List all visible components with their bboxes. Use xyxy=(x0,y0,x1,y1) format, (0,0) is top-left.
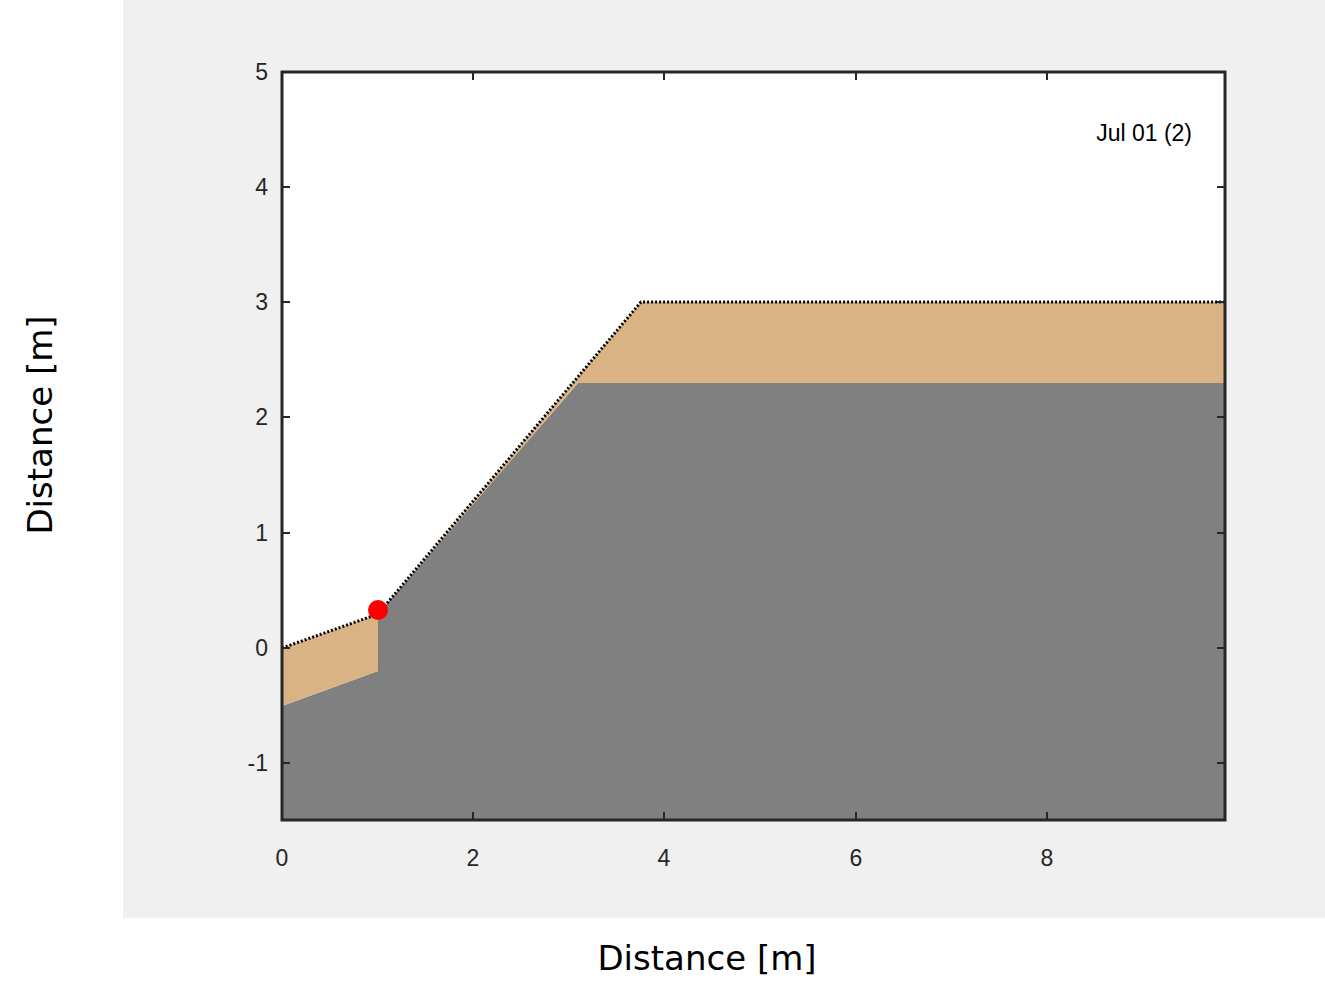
date-annotation: Jul 01 (2) xyxy=(1096,122,1192,145)
x-tick-label: 0 xyxy=(276,847,289,870)
x-tick-label: 4 xyxy=(658,847,671,870)
y-tick-label: 3 xyxy=(255,291,268,314)
figure-background xyxy=(123,0,1325,918)
ground-surface-line xyxy=(282,302,1225,648)
y-tick-label: 4 xyxy=(255,176,268,199)
marker-point xyxy=(368,600,388,620)
bedrock-area xyxy=(282,383,1225,820)
y-axis-title: Distance [m] xyxy=(23,315,57,534)
x-tick-label: 2 xyxy=(467,847,480,870)
axes-background xyxy=(282,72,1225,820)
y-tick-label: 2 xyxy=(255,406,268,429)
y-tick-label: 0 xyxy=(255,637,268,660)
y-tick-label: 1 xyxy=(255,522,268,545)
y-tick-label: -1 xyxy=(248,752,268,775)
soil-layer-toe xyxy=(282,614,378,706)
axis-ticks xyxy=(282,72,1225,820)
axes-frame xyxy=(282,72,1225,820)
soil-layer-top xyxy=(378,302,1225,614)
x-tick-label: 8 xyxy=(1041,847,1054,870)
x-tick-label: 6 xyxy=(850,847,863,870)
y-tick-label: 5 xyxy=(255,61,268,84)
x-axis-title: Distance [m] xyxy=(597,941,816,975)
